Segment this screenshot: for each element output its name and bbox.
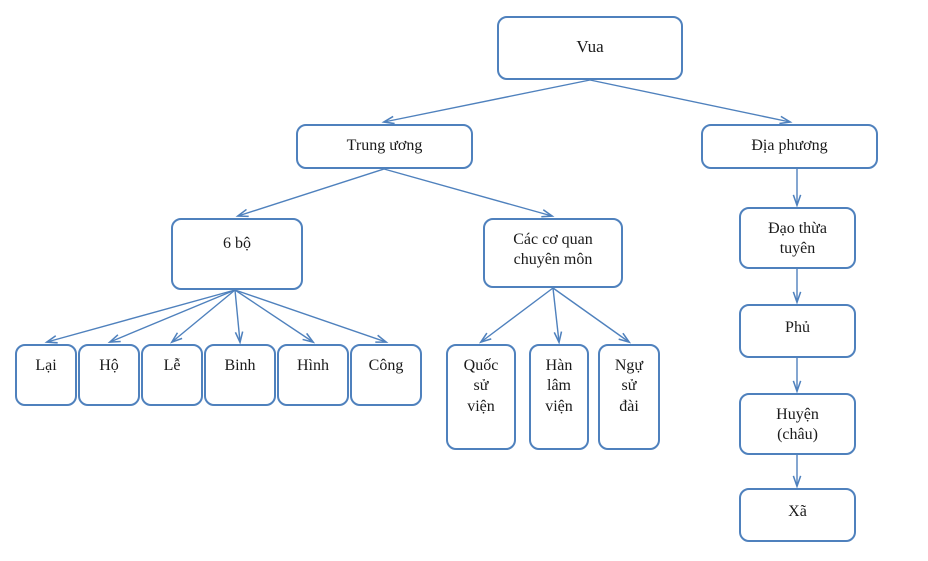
node-label-lai: Lại xyxy=(35,357,57,374)
node-label-sauBo: 6 bộ xyxy=(223,235,251,252)
node-coquan[interactable]: Các cơ quan chuyên môn xyxy=(483,218,623,288)
node-ho[interactable]: Hộ xyxy=(78,344,140,406)
edge-sauBo-cong xyxy=(234,289,386,342)
node-label-huyen: Huyện (châu) xyxy=(776,406,819,444)
edge-vua-trunguong xyxy=(384,79,591,122)
edge-sauBo-lai xyxy=(47,289,236,342)
edge-coquan-ngusu xyxy=(552,287,629,342)
node-label-ho: Hộ xyxy=(99,357,119,374)
node-binh[interactable]: Binh xyxy=(204,344,276,406)
edge-sauBo-ho xyxy=(110,289,236,342)
node-label-hinh: Hình xyxy=(297,357,329,374)
node-ngusu[interactable]: Ngự sử đài xyxy=(598,344,660,450)
edge-sauBo-hinh xyxy=(234,289,313,342)
node-sauBo[interactable]: 6 bộ xyxy=(171,218,303,290)
edge-coquan-hanlam xyxy=(552,287,559,342)
node-label-coquan: Các cơ quan chuyên môn xyxy=(513,231,593,269)
node-vua[interactable]: Vua xyxy=(497,16,683,80)
node-lai[interactable]: Lại xyxy=(15,344,77,406)
node-label-cong: Công xyxy=(368,357,404,374)
node-label-ngusu: Ngự sử đài xyxy=(614,357,644,415)
node-label-binh: Binh xyxy=(224,357,256,374)
edge-vua-diaphuong xyxy=(589,79,790,122)
node-label-vua: Vua xyxy=(576,37,604,56)
node-daothua[interactable]: Đạo thừa tuyên xyxy=(739,207,856,269)
node-label-diaphuong: Địa phương xyxy=(751,137,828,154)
node-le[interactable]: Lễ xyxy=(141,344,203,406)
node-huyen[interactable]: Huyện (châu) xyxy=(739,393,856,455)
node-label-le: Lễ xyxy=(163,357,181,374)
edge-sauBo-binh xyxy=(234,289,240,342)
edge-tu-sauBo xyxy=(238,168,385,216)
node-diaphuong[interactable]: Địa phương xyxy=(701,124,878,169)
node-phu[interactable]: Phủ xyxy=(739,304,856,358)
node-hinh[interactable]: Hình xyxy=(277,344,349,406)
node-hanlam[interactable]: Hàn lâm viện xyxy=(529,344,589,450)
node-label-daothua: Đạo thừa tuyên xyxy=(768,220,827,258)
node-quocsu[interactable]: Quốc sử viện xyxy=(446,344,516,450)
node-xa[interactable]: Xã xyxy=(739,488,856,542)
node-label-phu: Phủ xyxy=(785,319,810,336)
edge-sauBo-le xyxy=(172,289,236,342)
node-label-trunguong: Trung ương xyxy=(346,137,423,154)
node-trunguong[interactable]: Trung ương xyxy=(296,124,473,169)
node-label-xa: Xã xyxy=(788,503,807,520)
edge-tu-coquan xyxy=(383,168,552,216)
edge-coquan-quocsu xyxy=(481,287,554,342)
node-label-quocsu: Quốc sử viện xyxy=(463,357,499,415)
node-label-hanlam: Hàn lâm viện xyxy=(545,357,573,415)
node-cong[interactable]: Công xyxy=(350,344,422,406)
